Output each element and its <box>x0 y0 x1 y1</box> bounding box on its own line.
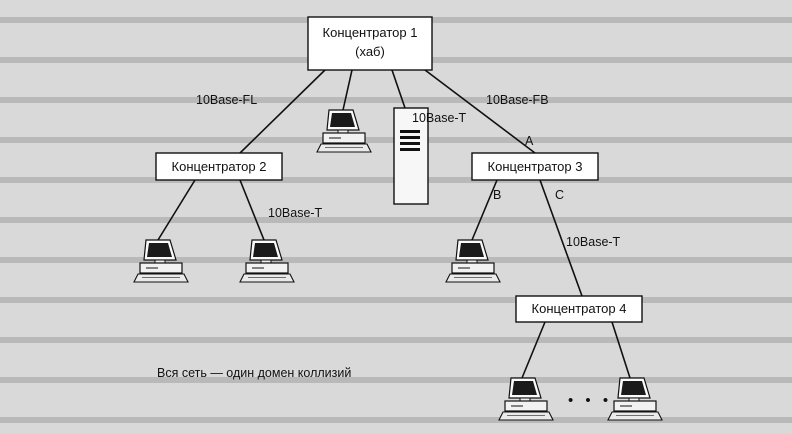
link-hub1-hub3 <box>424 69 536 154</box>
computer-icon <box>316 109 372 153</box>
computer-icon <box>607 377 663 421</box>
port-label-b: B <box>493 188 501 202</box>
hub-2: Концентратор 2 <box>155 152 283 181</box>
link-label-hub1-server: 10Base-T <box>412 111 467 125</box>
collision-domain-caption: Вся сеть — один домен коллизий <box>157 366 351 380</box>
hub-4: Концентратор 4 <box>515 295 643 323</box>
server-icon <box>393 107 429 205</box>
link-hub4-pc-right <box>611 321 631 379</box>
link-hub1-hub2 <box>239 69 326 154</box>
link-label-hub1-hub3: 10Base-FB <box>486 93 549 107</box>
hub-2-label: Концентратор 2 <box>172 159 267 174</box>
link-hub1-pc <box>342 69 353 111</box>
hub-1-label: Концентратор 1 <box>323 25 418 40</box>
link-label-hub1-hub2: 10Base-FL <box>196 93 257 107</box>
link-hub2-pc-right <box>239 179 265 241</box>
link-hub2-pc-left <box>157 179 196 241</box>
link-hub1-server <box>391 69 406 109</box>
port-label-a: A <box>525 134 534 148</box>
link-hub4-pc-left <box>521 321 546 379</box>
link-label-hub3-hub4: 10Base-T <box>566 235 621 249</box>
link-hub3-hub4 <box>539 179 583 297</box>
computer-icon <box>498 377 554 421</box>
hub-4-label: Концентратор 4 <box>532 301 627 316</box>
more-computers-ellipsis: • • • <box>568 392 612 409</box>
port-label-c: C <box>555 188 564 202</box>
link-label-hub2-pc: 10Base-T <box>268 206 323 220</box>
connections <box>157 69 631 379</box>
hub-1-sublabel: (хаб) <box>355 44 385 59</box>
hub-3-label: Концентратор 3 <box>488 159 583 174</box>
link-hub3-pc <box>471 179 498 241</box>
hub-3: Концентратор 3 <box>471 152 599 181</box>
hub-1: Концентратор 1 (хаб) <box>307 16 433 71</box>
